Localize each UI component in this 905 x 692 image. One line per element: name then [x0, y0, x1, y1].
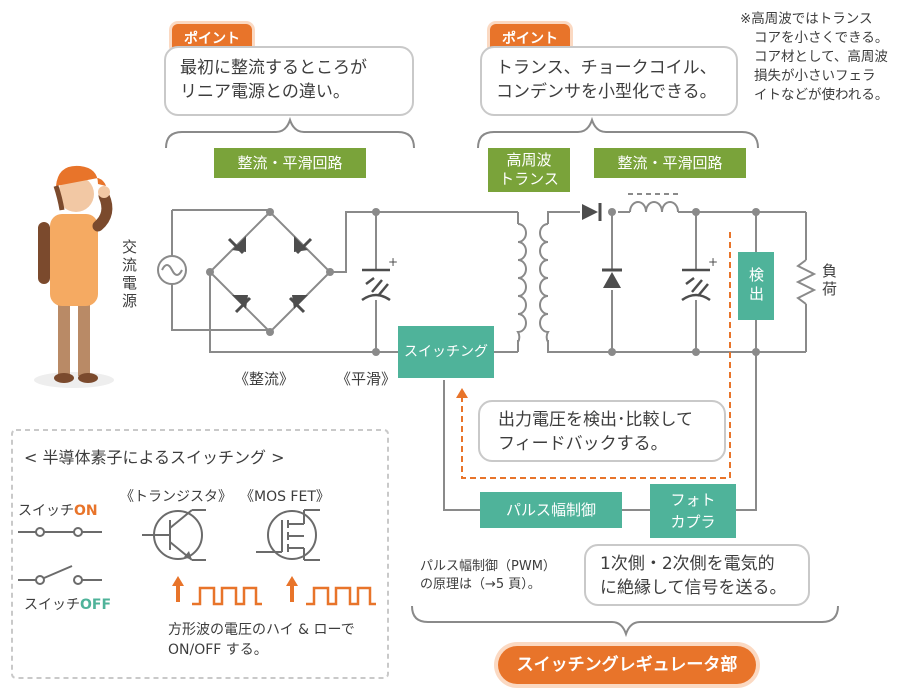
character-illustration [34, 165, 114, 388]
block-hf-transformer: 高周波 トランス [488, 148, 570, 192]
label-ac-source: 交流電源 [122, 238, 138, 310]
side-note-line: イトなどが使われる。 [754, 87, 889, 103]
square-wave-note-line2: ON/OFF する。 [168, 642, 268, 658]
point-callout-1-line2: リニア電源との違い。 [180, 82, 350, 102]
point-callout-1: 最初に整流するところが リニア電源との違い。 [164, 46, 414, 116]
point-callout-2: トランス、チョークコイル、 コンデンサを小型化できる。 [480, 46, 738, 116]
block-pwm: パルス幅制御 [480, 492, 622, 528]
rectifier-diode-icon [582, 203, 602, 221]
side-note: ※高周波ではトランス コアを小さくできる。 コア材として、高周波 損失が小さいフ… [740, 10, 900, 105]
output-capacitor-icon: + [681, 255, 718, 302]
point-callout-2-line1: トランス、チョークコイル、 [496, 58, 717, 78]
bridge-diodes [227, 236, 313, 314]
svg-text:+: + [708, 255, 718, 269]
pwm-note-line1: パルス幅制御（PWM） [420, 559, 556, 574]
semiconductor-box-title: < 半導体素子によるスイッチング > [24, 448, 285, 467]
square-wave-icon [192, 586, 262, 606]
label-switch-off: スイッチOFF [24, 594, 111, 614]
mosfet-icon [256, 509, 320, 561]
point-callout-2-line2: コンデンサを小型化できる。 [496, 82, 717, 102]
freewheel-diode-icon [602, 268, 622, 288]
block-rectify-smooth-1: 整流・平滑回路 [214, 148, 366, 178]
square-wave-icon [306, 586, 376, 606]
brace-left [165, 116, 415, 149]
switch-on-icon [18, 527, 102, 537]
block-switching: スイッチング [398, 326, 494, 378]
side-note-line: ※高周波ではトランス [740, 11, 873, 27]
block-photocoupler-line1: フォト [670, 491, 716, 509]
side-note-line: 損失が小さいフェラ [754, 68, 876, 84]
transistor-icon [142, 509, 206, 561]
pwm-note-line2: の原理は（→5 頁）。 [420, 577, 541, 592]
label-switch-off-state: OFF [80, 597, 112, 613]
side-note-line: コアを小さくできる。 [754, 30, 889, 46]
block-hf-transformer-line2: トランス [499, 170, 559, 188]
svg-text:+: + [388, 255, 398, 269]
feedback-arrow [461, 232, 731, 479]
side-note-line: コア材として、高周波 [754, 49, 888, 65]
semiconductor-box [11, 429, 389, 679]
callout-feedback-line2: フィードバックする。 [498, 434, 668, 454]
section-title-switching-regulator: スイッチングレギュレータ部 [498, 646, 756, 684]
callout-feedback: 出力電圧を検出･比較して フィードバックする。 [478, 400, 726, 462]
bridge-rectifier [208, 210, 332, 334]
callout-isolation-line2: に絶縁して信号を送る。 [600, 578, 787, 598]
label-switch-on: スイッチON [18, 500, 98, 520]
square-wave-note-line1: 方形波の電圧のハイ & ローで [168, 622, 355, 638]
load-resistor [795, 259, 817, 305]
callout-feedback-line1: 出力電圧を検出･比較して [498, 410, 693, 430]
switch-off-icon [18, 565, 102, 585]
block-hf-transformer-line1: 高周波 [506, 151, 552, 169]
label-switch-on-prefix: スイッチ [18, 503, 74, 519]
block-detect: 検出 [738, 252, 774, 320]
callout-isolation: 1次側・2次側を電気的 に絶縁して信号を送る。 [584, 544, 810, 606]
pwm-note: パルス幅制御（PWM） の原理は（→5 頁）。 [420, 558, 556, 594]
label-smooth: 《平滑》 [336, 370, 397, 388]
label-switch-on-state: ON [74, 503, 98, 519]
choke-coil [629, 201, 679, 213]
label-transistor: 《トランジスタ》 [120, 489, 232, 505]
block-photocoupler-line2: カプラ [670, 513, 716, 531]
brace-bottom [411, 605, 839, 638]
smoothing-capacitor-icon: + [361, 255, 398, 302]
callout-isolation-line1: 1次側・2次側を電気的 [600, 554, 775, 574]
label-rectify: 《整流》 [234, 370, 295, 388]
block-photocoupler: フォト カプラ [650, 484, 736, 538]
square-wave-note: 方形波の電圧のハイ & ローで ON/OFF する。 [168, 620, 355, 660]
label-load: 負荷 [822, 262, 838, 298]
point-callout-1-line1: 最初に整流するところが [180, 58, 367, 78]
junction-dots [206, 208, 760, 356]
ac-source-icon [157, 255, 187, 285]
block-rectify-smooth-2: 整流・平滑回路 [594, 148, 746, 178]
brace-right [477, 116, 759, 149]
gate-arrow-icon [172, 576, 298, 602]
label-mosfet: 《MOS FET》 [240, 489, 330, 505]
label-switch-off-prefix: スイッチ [24, 597, 80, 613]
hf-transformer-coils [516, 223, 550, 343]
